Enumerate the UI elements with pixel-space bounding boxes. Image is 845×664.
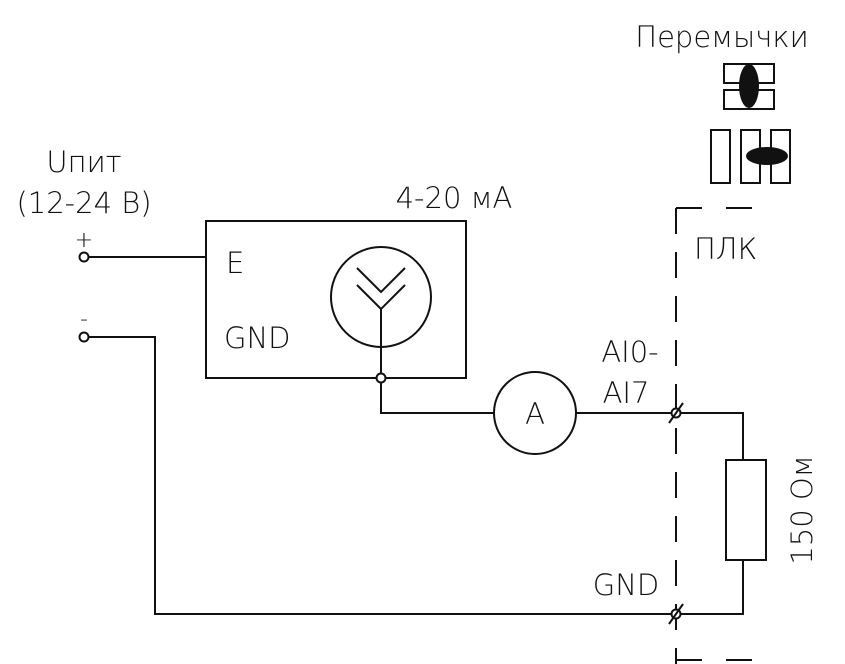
- sensor-gnd-label: GND: [224, 321, 291, 355]
- plc-ai-terminal: [668, 402, 684, 424]
- sensor-box: [205, 220, 467, 379]
- plc-boundary: [675, 207, 776, 664]
- ai-range-label-bottom: AI7: [603, 376, 650, 410]
- ammeter-icon: [493, 371, 577, 455]
- plc-gnd-label: GND: [593, 568, 660, 602]
- minus-label: -: [80, 307, 88, 332]
- supply-voltage-label: (12-24 В): [16, 186, 151, 220]
- plc-gnd-terminal: [668, 603, 684, 625]
- wire-supply-minus-gnd: [89, 336, 744, 615]
- resistor-icon: [725, 459, 767, 561]
- current-range-label: 4-20 мА: [396, 181, 513, 215]
- supply-plus-terminal: [78, 251, 90, 263]
- wire-sensor-to-ammeter: [380, 382, 494, 414]
- jumper-vertical-icon: [710, 129, 791, 184]
- jumper-horizontal-icon: [723, 63, 775, 110]
- jumpers-label: Перемычки: [635, 20, 808, 54]
- sensor-e-label: E: [226, 246, 244, 280]
- supply-minus-terminal: [78, 331, 90, 343]
- ammeter-label: A: [525, 397, 545, 431]
- supply-label: Uпит: [46, 145, 121, 179]
- plc-label: ПЛК: [694, 232, 757, 266]
- wire-ammeter-to-resistor: [576, 412, 744, 460]
- resistor-value-label: 150 Ом: [785, 455, 819, 564]
- current-source-icon: [330, 246, 432, 348]
- plus-label: +: [75, 228, 93, 253]
- sensor-output-node: [375, 372, 387, 384]
- ai-range-label-top: AI0-: [601, 335, 658, 369]
